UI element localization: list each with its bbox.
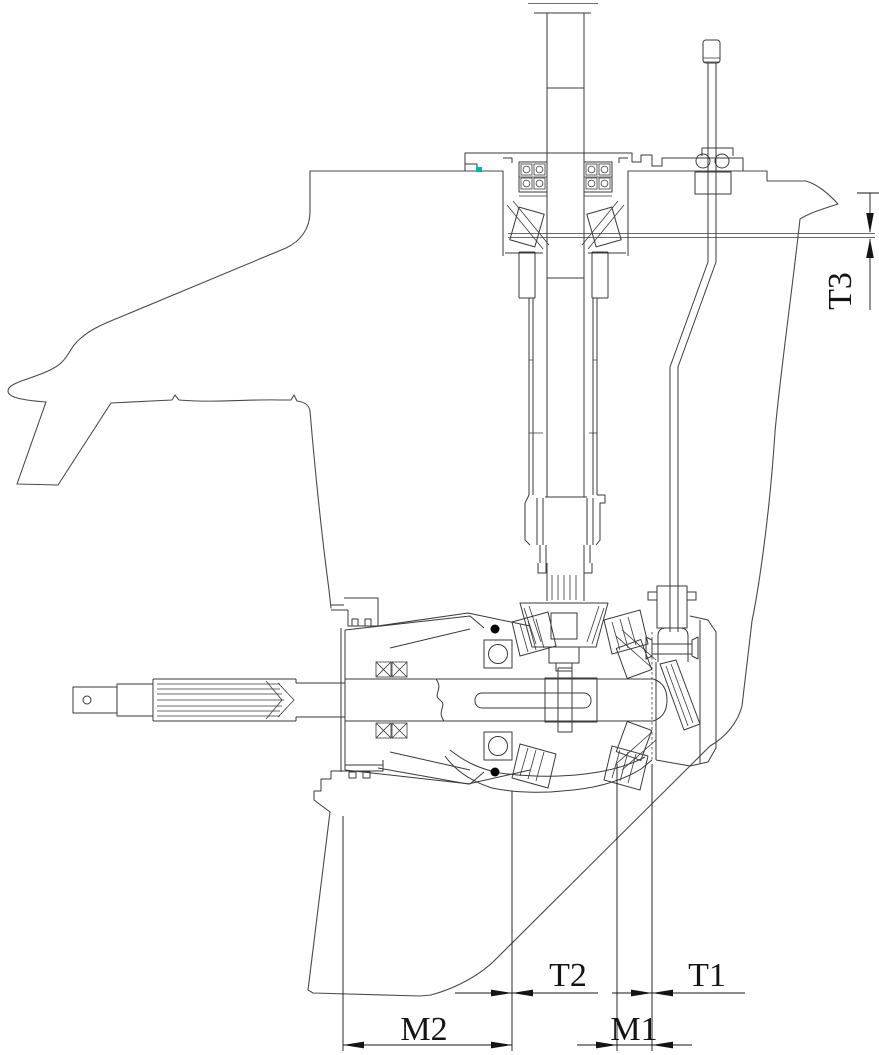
t3-arrow-down: [866, 213, 874, 233]
shift-cam-assembly: [645, 585, 717, 767]
shift-rod-lower-boss: [656, 585, 688, 629]
clutch-cross-pin: [557, 667, 573, 733]
shift-rod-knob: [702, 39, 721, 64]
t2-arrow-left: [512, 989, 533, 997]
gearcase-top-plate: [464, 147, 744, 195]
m1-arrow-right: [596, 1041, 617, 1049]
m2-arrow-right: [491, 1041, 512, 1049]
shaft-end-tab: [72, 686, 118, 714]
m1-arrow-left: [652, 1041, 673, 1049]
shaft-break-wave: [435, 678, 445, 722]
shift-rod: [669, 39, 721, 632]
spline-section: [152, 678, 296, 722]
pinion-nut: [548, 646, 580, 664]
m1-label: M1: [610, 1011, 657, 1048]
shaft-end-hole: [82, 695, 92, 705]
dimension-T3: T3: [822, 192, 879, 310]
teal-marker: [476, 167, 482, 172]
cam-housing: [657, 627, 689, 662]
t1-arrow-left: [652, 989, 673, 997]
upper-ball-bearing: [502, 157, 629, 256]
shift-rod-guide-boss: [694, 171, 732, 195]
o-ring-dot-bottom: [490, 767, 500, 777]
upper-tapered-bearings: [505, 200, 626, 254]
bottom-dimensions: T2 T1 M2 M1: [342, 764, 745, 1051]
cam-pin: [645, 636, 699, 660]
t2-arrow-right: [491, 989, 512, 997]
forward-gear: [511, 611, 557, 789]
pinion-gear: [519, 602, 609, 672]
o-ring-dot-top: [490, 624, 500, 634]
clutch-dog: [544, 667, 598, 733]
propeller-shaft: [72, 678, 668, 722]
reverse-gear: [603, 609, 649, 791]
m2-arrow-left: [343, 1041, 364, 1049]
t3-arrow-up: [866, 238, 874, 258]
m2-label: M2: [400, 1011, 447, 1048]
extension-lines: [342, 764, 653, 1051]
rear-cover: [655, 615, 717, 767]
t1-arrow-right: [631, 989, 652, 997]
cam-follower: [659, 659, 701, 731]
propshaft-seals: [375, 661, 408, 739]
t2-label: T2: [549, 957, 587, 994]
housing-outline: [7, 170, 839, 997]
t1-label: T1: [688, 957, 726, 994]
shift-slider-slot: [474, 692, 592, 709]
shift-rod-seal-ball-right: [714, 153, 730, 169]
gearcase-joint-surface: [508, 233, 875, 238]
shaft-nose: [652, 678, 668, 722]
driveshaft-housing-tube: [518, 251, 609, 546]
drive-shaft: [528, 3, 598, 601]
t3-label: T3: [822, 272, 859, 310]
shift-rod-seal-ball-left: [695, 153, 711, 169]
propshaft-bearing-carrier: [340, 615, 513, 785]
